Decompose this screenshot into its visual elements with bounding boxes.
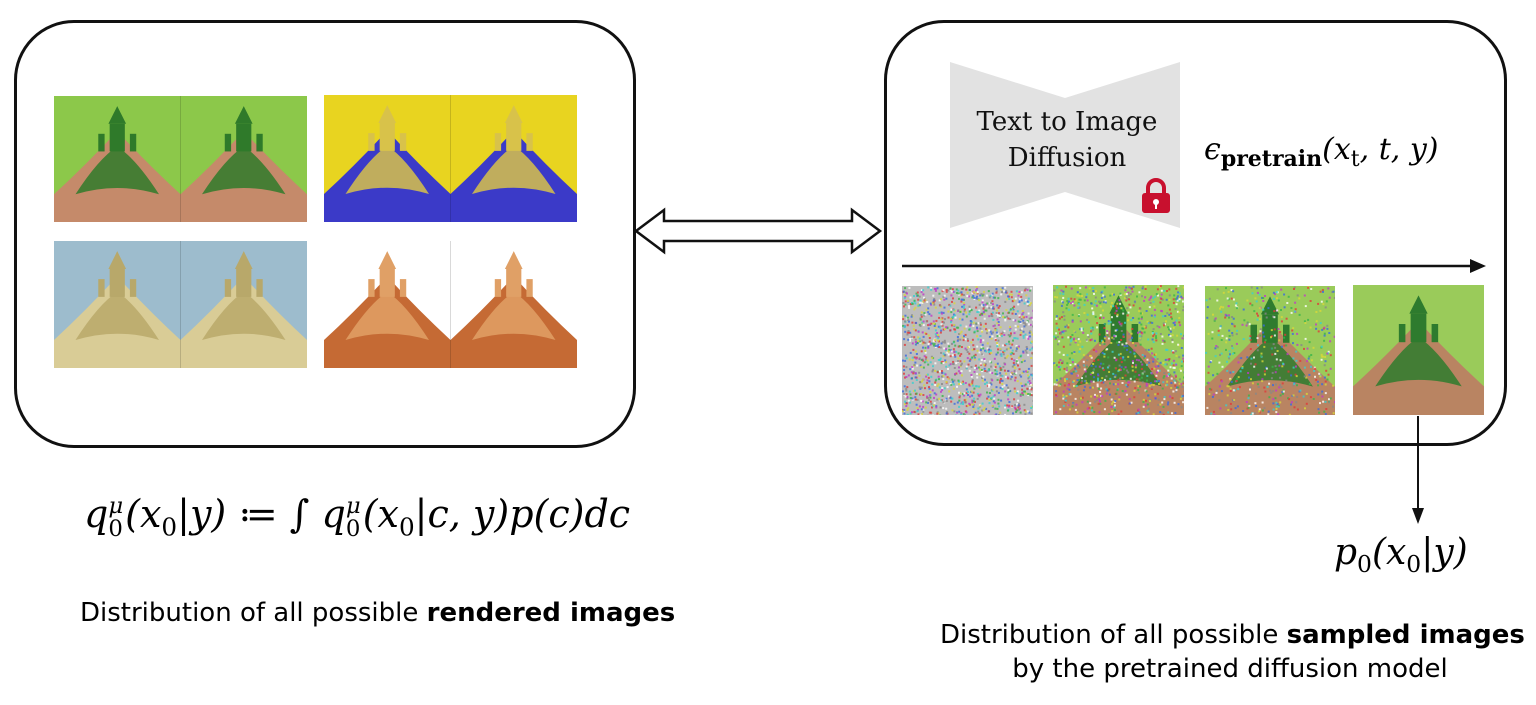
rendered-caption: Distribution of all possible rendered im… bbox=[80, 598, 676, 628]
denoise-step-3 bbox=[1205, 286, 1335, 415]
padlock-icon bbox=[1142, 178, 1170, 213]
model-label-line1: Text to Image bbox=[976, 107, 1158, 137]
rendered-image-4 bbox=[324, 241, 577, 368]
down-arrow bbox=[1412, 416, 1424, 524]
sampled-caption: Distribution of all possible sampled ima… bbox=[940, 618, 1525, 686]
model-label-line2: Diffusion bbox=[1007, 143, 1127, 173]
sampled-caption-line1: Distribution of all possible sampled ima… bbox=[940, 620, 1525, 650]
double-arrow-icon bbox=[634, 207, 883, 255]
denoise-step-1 bbox=[902, 286, 1033, 415]
sampled-caption-line2: by the pretrained diffusion model bbox=[1012, 654, 1448, 684]
time-arrow bbox=[902, 259, 1486, 273]
rendered-image-3 bbox=[54, 241, 307, 368]
diffusion-model-block bbox=[950, 62, 1180, 228]
denoise-step-4 bbox=[1353, 285, 1484, 415]
diffusion-model-label: Text to Image Diffusion bbox=[955, 104, 1179, 176]
denoise-step-2 bbox=[1053, 285, 1184, 415]
sampled-distribution-formula: p0(x0|y) bbox=[1334, 532, 1468, 579]
rendered-images-panel bbox=[14, 20, 636, 448]
rendered-image-2 bbox=[324, 95, 577, 222]
epsilon-pretrain-formula: ϵpretrain(xt, t, y) bbox=[1204, 132, 1439, 172]
rendered-image-1 bbox=[54, 96, 307, 222]
